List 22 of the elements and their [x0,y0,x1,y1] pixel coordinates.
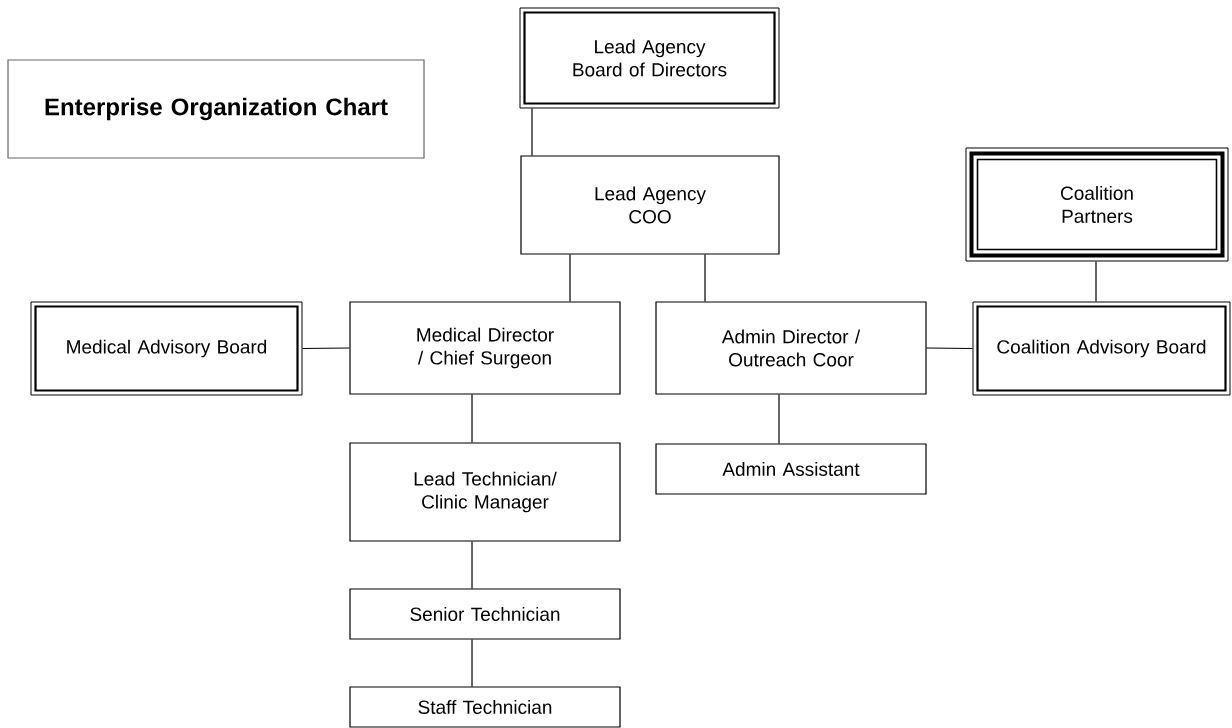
connector-line [778,394,780,444]
org-box: Admin Assistant [655,443,927,495]
org-box: Senior Technician [349,588,621,640]
org-box: Coalition Advisory Board [972,301,1231,396]
org-box: Medical Director / Chief Surgeon [349,301,621,395]
org-box: Lead Agency COO [520,155,780,255]
title-box: Enterprise Organization Chart [7,59,425,159]
org-box: Coalition Partners [965,147,1229,262]
org-box: Staff Technician [349,686,621,728]
org-box: Lead Agency Board of Directors [519,7,780,109]
connector-line [926,347,974,350]
org-box: Lead Technician/ Clinic Manager [349,442,621,542]
connector-line [471,394,473,443]
org-box: Admin Director / Outreach Coor [655,301,927,395]
connector-line [471,541,473,589]
connector-line [531,107,533,156]
connector-line [704,254,706,302]
org-box: Medical Advisory Board [30,301,303,396]
connector-line [1095,260,1097,303]
connector-line [569,254,571,302]
connector-line [471,639,473,687]
connector-line [301,347,350,350]
